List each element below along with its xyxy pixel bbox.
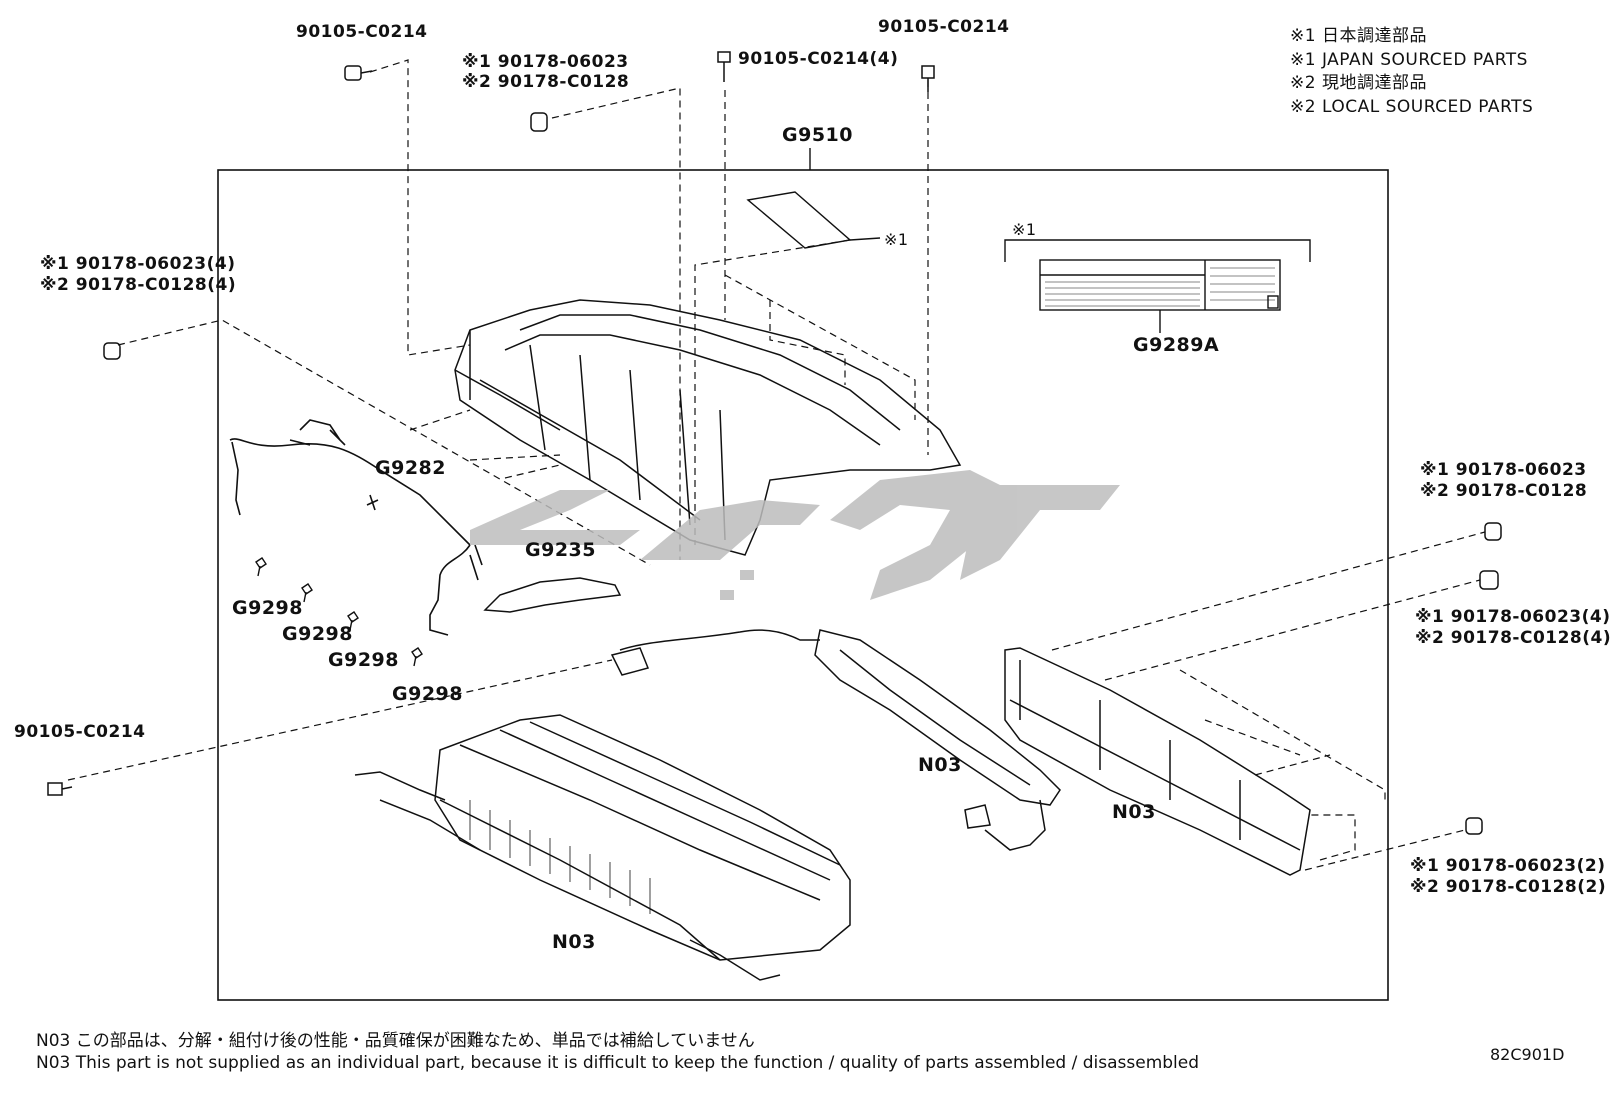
bolt-top-left-icon (344, 65, 362, 81)
part-label-bolt-top-right: 90105-C0214 (878, 17, 1010, 37)
air-duct (483, 577, 622, 613)
clamp-icons (255, 557, 423, 667)
part-label-n03-right: N03 (1112, 801, 1156, 823)
nut-right-c-icon (1465, 817, 1483, 835)
footnote-english: N03 This part is not supplied as an indi… (36, 1053, 1200, 1073)
diagram-code: 82C901D (1490, 1045, 1565, 1064)
part-label-nut-top-2: ※2 90178-C0128 (462, 72, 630, 92)
part-label-cover: G9510 (782, 124, 853, 146)
legend-line: ※2 現地調達部品 (1290, 73, 1427, 93)
part-label-clamp: G9298 (282, 623, 353, 645)
legend-line: ※1 JAPAN SOURCED PARTS (1290, 49, 1528, 70)
bolt-top-right-icon (921, 65, 935, 92)
part-label-nut-right-b1: ※1 90178-06023(4) (1415, 607, 1611, 627)
part-label-warning-label: G9289A (1133, 334, 1220, 356)
part-label-bolt-top-center: 90105-C0214(4) (738, 49, 899, 69)
nut-left-icon (103, 342, 121, 360)
bolt-bottom-left-icon (47, 782, 73, 796)
part-label-nut-top-1: ※1 90178-06023 (462, 52, 629, 72)
legend-line: ※2 LOCAL SOURCED PARTS (1290, 96, 1534, 117)
battery-stack (354, 714, 851, 981)
assembly-frame (217, 169, 1389, 1001)
legend-line: ※1 日本調達部品 (1290, 26, 1427, 46)
watermark-logo (470, 470, 1120, 600)
wire-harness (229, 419, 483, 636)
bolt-top-center-icon (717, 51, 731, 82)
part-label-clamp: G9298 (232, 597, 303, 619)
part-label-bolt-top-left: 90105-C0214 (296, 22, 428, 42)
warning-label (1039, 259, 1281, 311)
part-label-nut-left-1: ※1 90178-06023(4) (40, 254, 236, 274)
part-label-nut-right-a2: ※2 90178-C0128 (1420, 481, 1588, 501)
bus-bar-module (610, 629, 1061, 851)
nut-right-b-icon (1479, 570, 1499, 590)
battery-rail (1004, 647, 1311, 876)
part-label-bolt-bottom-left: 90105-C0214 (14, 722, 146, 742)
part-label-clamp: G9298 (328, 649, 399, 671)
part-label-clamp: G9298 (392, 683, 463, 705)
part-label-n03-center: N03 (918, 754, 962, 776)
part-label-nut-right-c1: ※1 90178-06023(2) (1410, 856, 1606, 876)
part-label-duct: G9235 (525, 539, 596, 561)
part-label-wire-harness: G9282 (375, 457, 446, 479)
footnote-japanese: N03 この部品は、分解・組付け後の性能・品質確保が困難なため、単品では補給して… (36, 1031, 755, 1051)
part-label-nut-right-c2: ※2 90178-C0128(2) (1410, 877, 1607, 897)
part-label-nut-left-2: ※2 90178-C0128(4) (40, 275, 237, 295)
part-label-n03-bottom: N03 (552, 931, 596, 953)
part-label-nut-right-b2: ※2 90178-C0128(4) (1415, 628, 1611, 648)
ref-mark-tag: ※1 (884, 230, 909, 249)
nut-right-a-icon (1484, 522, 1502, 541)
nut-top-left-icon (530, 112, 548, 132)
tag-label (746, 191, 852, 249)
sourcing-legend: ※1 日本調達部品 ※1 JAPAN SOURCED PARTS ※2 現地調達… (1290, 25, 1533, 119)
ref-mark-label: ※1 (1012, 220, 1037, 239)
part-label-nut-right-a1: ※1 90178-06023 (1420, 460, 1587, 480)
